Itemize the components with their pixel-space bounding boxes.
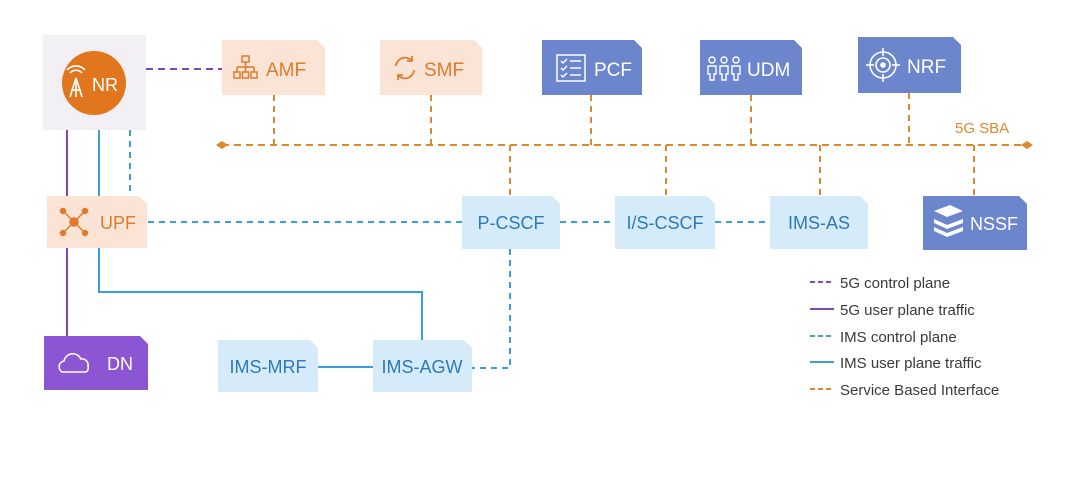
legend-label: IMS user plane traffic — [840, 355, 982, 372]
iscscf-node[interactable]: I/S-CSCF — [615, 196, 715, 249]
nr-node[interactable]: NR — [43, 35, 146, 130]
hierarchy-icon — [233, 55, 258, 79]
imsas-label: IMS-AS — [788, 213, 850, 233]
pcf-node[interactable]: PCF — [542, 40, 642, 95]
nrf-node[interactable]: NRF — [858, 37, 961, 93]
legend-label: IMS control plane — [840, 329, 957, 346]
legend-label: 5G control plane — [840, 275, 950, 292]
users-icon — [707, 56, 741, 81]
nr-label: NR — [92, 75, 118, 95]
smf-node[interactable]: SMF — [380, 40, 482, 95]
amf-label: AMF — [266, 60, 306, 81]
nssf-node[interactable]: NSSF — [923, 196, 1027, 250]
amf-node[interactable]: AMF — [222, 40, 325, 95]
dn-label: DN — [107, 354, 133, 374]
refresh-icon — [395, 56, 415, 80]
legend-item: IMS user plane traffic — [810, 355, 982, 372]
imsmrf-label: IMS-MRF — [230, 357, 307, 377]
legend-label: Service Based Interface — [840, 382, 999, 399]
layers-icon — [934, 205, 963, 237]
sba-bus-right-end — [1021, 141, 1033, 149]
imsas-node[interactable]: IMS-AS — [770, 196, 868, 249]
imsagw-label: IMS-AGW — [382, 357, 463, 377]
udm-label: UDM — [747, 60, 790, 81]
legend-item: 5G user plane traffic — [810, 302, 975, 319]
smf-label: SMF — [424, 60, 464, 81]
upf-agw-ims-user-link — [98, 248, 423, 340]
imsagw-node[interactable]: IMS-AGW — [373, 340, 472, 392]
network-icon — [59, 207, 89, 237]
udm-node[interactable]: UDM — [700, 40, 802, 95]
iscscf-label: I/S-CSCF — [626, 213, 703, 233]
sba-label: 5G SBA — [955, 120, 1009, 137]
nrf-label: NRF — [907, 57, 946, 78]
upf-node[interactable]: UPF — [47, 196, 147, 248]
nssf-label: NSSF — [970, 214, 1018, 234]
pcscf-node[interactable]: P-CSCF — [462, 196, 560, 249]
upf-label: UPF — [100, 213, 136, 233]
legend-item: 5G control plane — [810, 275, 950, 292]
checklist-icon — [556, 54, 586, 82]
legend-label: 5G user plane traffic — [840, 302, 975, 319]
dn-node[interactable]: DN — [44, 336, 148, 390]
cloud-icon — [58, 353, 90, 373]
legend: 5G control plane 5G user plane traffic I… — [810, 275, 999, 399]
imsmrf-node[interactable]: IMS-MRF — [218, 340, 318, 392]
pcf-label: PCF — [594, 60, 632, 81]
legend-item: Service Based Interface — [810, 382, 999, 399]
antenna-icon — [66, 65, 86, 98]
legend-item: IMS control plane — [810, 329, 957, 346]
target-icon — [866, 48, 900, 82]
sba-bus-left-end — [216, 141, 228, 149]
nr-circle — [62, 51, 126, 115]
pcscf-agw-ims-control-link — [472, 249, 511, 369]
pcscf-label: P-CSCF — [478, 213, 545, 233]
